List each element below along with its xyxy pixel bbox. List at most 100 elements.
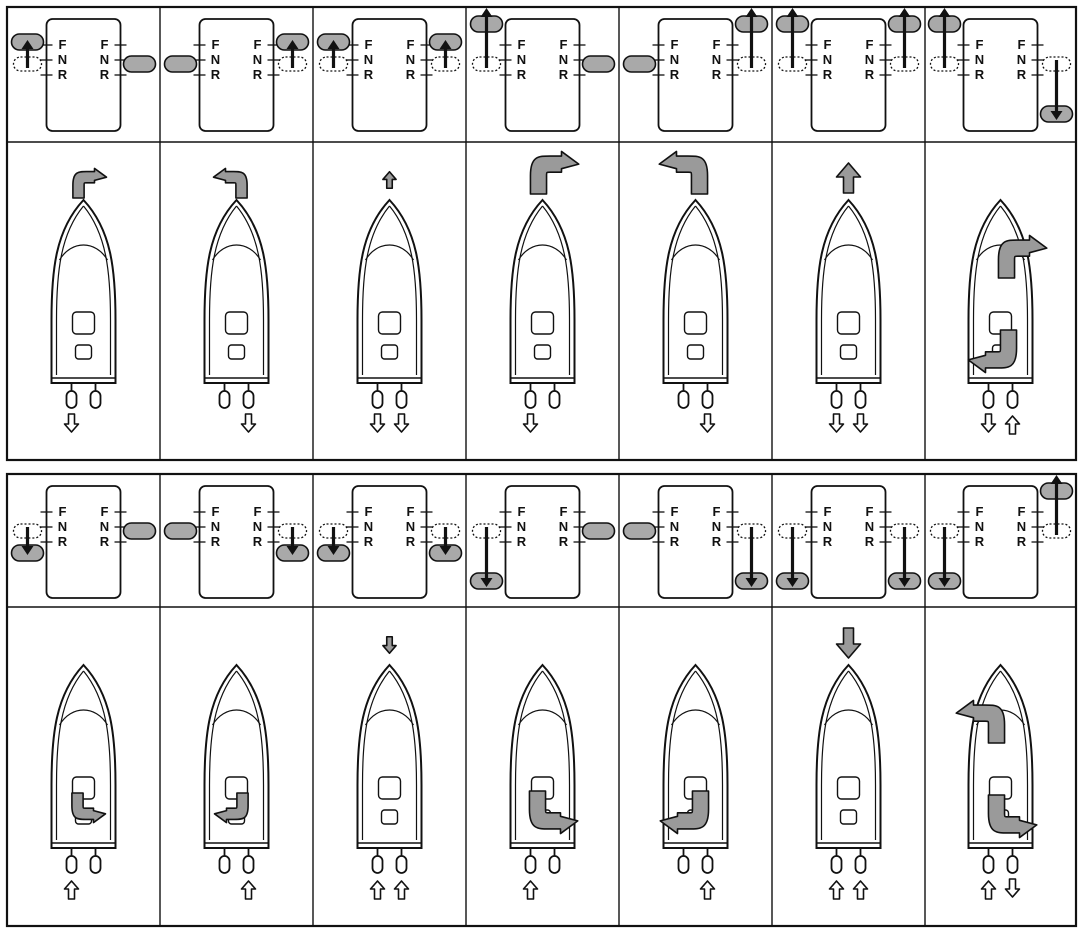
starboard-lever-neutral-ghost — [889, 56, 920, 72]
helm-seat — [377, 776, 402, 800]
port-outdrive — [982, 390, 995, 409]
boat — [50, 198, 117, 409]
starboard-lever-neutral-ghost — [430, 56, 461, 72]
starboard-outdrive — [89, 855, 102, 874]
hull-outline — [203, 198, 270, 384]
boat — [356, 198, 423, 409]
turn-port-arrow — [212, 167, 248, 199]
hull-inner-line — [361, 205, 418, 375]
starboard-lever-shift-arrow-head — [898, 578, 911, 587]
port-shift-label-reverse: R — [364, 67, 374, 82]
port-shift-label-forward: F — [518, 504, 526, 519]
starboard-prop-thrust-arrow — [852, 413, 869, 433]
port-shift-label-forward: F — [671, 504, 679, 519]
port-lever-shift-arrow-head — [786, 578, 799, 587]
hull-inner-line — [208, 670, 265, 840]
starboard-shift-label-reverse: R — [865, 67, 875, 82]
starboard-shift-label-forward: F — [866, 37, 874, 52]
port-shift-label-forward: F — [976, 504, 984, 519]
starboard-shift-label-reverse: R — [559, 67, 569, 82]
starboard-outdrive — [548, 855, 561, 874]
port-lever-shift-arrow-head — [480, 578, 493, 587]
stern-swing-starboard-arrow — [528, 790, 579, 835]
starboard-shift-label-neutral: N — [1017, 52, 1026, 67]
port-prop-thrust-arrow — [828, 413, 845, 433]
windshield-line — [211, 709, 262, 726]
starboard-shift-label-forward: F — [560, 504, 568, 519]
port-outdrive — [218, 855, 231, 874]
starboard-shift-label-reverse: R — [406, 534, 416, 549]
stern-swing-starboard-arrow — [71, 792, 107, 824]
starboard-lever-shift-arrow-head — [439, 546, 452, 555]
port-shift-label-reverse: R — [823, 534, 833, 549]
starboard-lever-shift-arrow-head — [745, 578, 758, 587]
port-lever-shift-arrow-head — [480, 8, 493, 17]
hull-inner-line — [514, 670, 571, 840]
port-lever-handle — [163, 522, 198, 540]
windshield-line — [364, 244, 415, 261]
port-shift-label-reverse: R — [517, 534, 527, 549]
boat — [967, 198, 1034, 409]
starboard-shift-label-neutral: N — [559, 52, 568, 67]
hull-outline — [815, 198, 882, 384]
starboard-outdrive — [701, 855, 714, 874]
hull-inner-line — [55, 205, 112, 375]
starboard-shift-label-neutral: N — [100, 519, 109, 534]
starboard-shift-label-neutral: N — [253, 519, 262, 534]
helm-seat — [683, 311, 708, 335]
port-prop-thrust-arrow — [828, 880, 845, 900]
starboard-lever-shift-arrow-head — [1050, 111, 1063, 120]
port-shift-label-reverse: R — [670, 534, 680, 549]
starboard-shift-label-forward: F — [713, 37, 721, 52]
port-shift-label-reverse: R — [58, 534, 68, 549]
port-lever-shift-arrow-head — [938, 578, 951, 587]
port-lever-shift-arrow-head — [786, 8, 799, 17]
port-shift-label-reverse: R — [58, 67, 68, 82]
port-lever-neutral-ghost — [12, 523, 43, 539]
hull-outline — [356, 198, 423, 384]
starboard-prop-thrust-arrow — [240, 413, 257, 433]
starboard-lever-neutral-ghost — [430, 523, 461, 539]
boat — [203, 663, 270, 874]
port-lever-neutral-ghost — [929, 523, 960, 539]
port-shift-label-reverse: R — [975, 67, 985, 82]
port-shift-label-forward: F — [365, 37, 373, 52]
port-shift-label-reverse: R — [975, 534, 985, 549]
starboard-shift-label-reverse: R — [100, 534, 110, 549]
aft-seat — [839, 809, 858, 825]
hull-outline — [50, 198, 117, 384]
starboard-shift-label-reverse: R — [712, 534, 722, 549]
starboard-shift-label-forward: F — [407, 504, 415, 519]
hull-outline — [509, 198, 576, 384]
starboard-lever-handle — [122, 55, 157, 73]
starboard-shift-label-forward: F — [866, 504, 874, 519]
port-shift-label-forward: F — [976, 37, 984, 52]
starboard-lever-handle — [122, 522, 157, 540]
starboard-shift-label-reverse: R — [253, 534, 263, 549]
port-prop-thrust-arrow — [369, 413, 386, 433]
windshield-line — [58, 244, 109, 261]
port-prop-thrust-arrow — [522, 880, 539, 900]
motion-forward-arrow — [835, 162, 862, 194]
starboard-outdrive — [395, 390, 408, 409]
port-shift-label-forward: F — [518, 37, 526, 52]
hull-inner-line — [514, 205, 571, 375]
rotate-bow-port-arrow — [955, 699, 1006, 744]
aft-seat — [380, 809, 399, 825]
windshield-line — [823, 709, 874, 726]
hull-inner-line — [361, 670, 418, 840]
starboard-shift-label-forward: F — [254, 504, 262, 519]
port-outdrive — [830, 390, 843, 409]
aft-seat — [686, 344, 705, 360]
port-shift-label-forward: F — [59, 504, 67, 519]
port-shift-label-reverse: R — [211, 534, 221, 549]
starboard-lever-shift-arrow-head — [439, 40, 452, 49]
windshield-line — [211, 244, 262, 261]
